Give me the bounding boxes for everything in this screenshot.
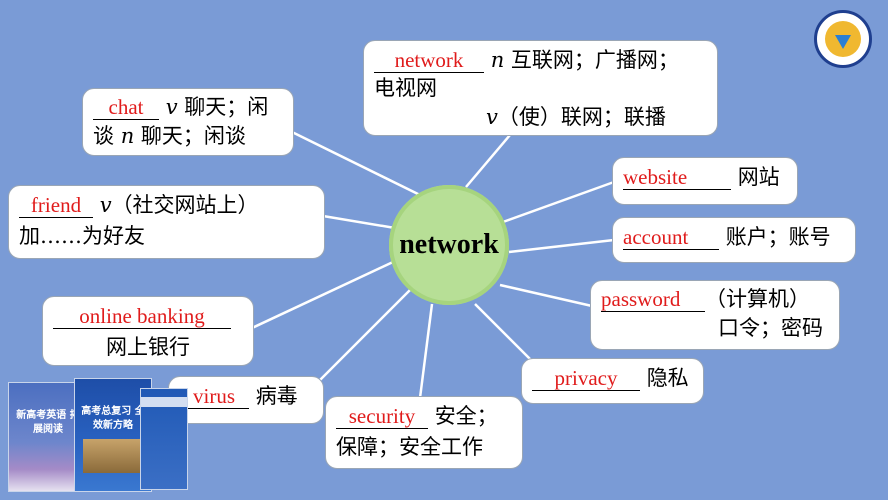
definition-text: 谈 <box>93 124 114 148</box>
answer-network: network <box>394 48 464 72</box>
node-chat: chat v 聊天；闲 谈 n 聊天；闲谈 <box>82 88 294 156</box>
answer-virus: virus <box>193 384 235 408</box>
definition-text: 聊天；闲 <box>184 95 269 119</box>
answer-online-banking: online banking <box>79 304 205 328</box>
definition-text: 网上银行 <box>106 335 190 359</box>
book-stripe <box>141 397 187 407</box>
book-covers: 新高考英语 拓展阅读 高考总复习 全效新方略 <box>8 378 188 493</box>
answer-chat: chat <box>108 95 144 119</box>
book-cover-2: 高考总复习 全效新方略 <box>74 378 152 492</box>
connector-friend <box>322 214 396 230</box>
definition-text: 加……为好友 <box>19 224 145 248</box>
definition-text: 互联网；广播网； <box>510 48 679 72</box>
connector-network <box>465 134 511 188</box>
connector-account <box>508 238 615 254</box>
connector-website <box>502 180 615 224</box>
book-cover-3 <box>140 388 188 490</box>
pos-label: v <box>165 95 178 119</box>
answer-security: security <box>348 404 416 428</box>
connector-chat <box>291 130 421 197</box>
node-virus: virus 病毒 <box>168 376 324 424</box>
node-account: account 账户；账号 <box>612 217 856 263</box>
center-node: network <box>389 185 509 305</box>
book-title: 新高考英语 拓展阅读 <box>16 410 80 435</box>
book-image <box>83 439 143 473</box>
definition-text: 电视网 <box>374 76 437 100</box>
connector-security <box>418 303 434 399</box>
definition-text: 病毒 <box>255 384 298 408</box>
pos-label: v <box>486 105 498 129</box>
pos-label: n <box>120 124 135 148</box>
definition-text: 隐私 <box>646 366 689 390</box>
answer-website: website <box>623 165 688 189</box>
pos-label: v <box>99 193 112 217</box>
node-website: website 网站 <box>612 157 798 205</box>
definition-text: 保障；安全工作 <box>336 435 483 459</box>
definition-text: （社交网站上） <box>111 193 259 217</box>
node-privacy: privacy 隐私 <box>521 358 704 404</box>
definition-text: 口令；密码 <box>718 316 823 340</box>
book-title: 高考总复习 全效新方略 <box>81 406 145 431</box>
definition-text: 网站 <box>737 165 780 189</box>
answer-privacy: privacy <box>554 366 618 390</box>
center-label: network <box>399 229 499 260</box>
connector-password <box>499 283 593 308</box>
definition-text: 账户；账号 <box>725 225 831 249</box>
node-online-banking: online banking 网上银行 <box>42 296 254 366</box>
definition-text: 安全； <box>434 404 498 428</box>
connector-online-banking <box>251 260 394 330</box>
node-network: network n 互联网；广播网； 电视网 v（使）联网；联播 <box>363 40 718 136</box>
connector-virus <box>317 287 413 383</box>
answer-account: account <box>623 225 689 249</box>
node-security: security 安全； 保障；安全工作 <box>325 396 523 469</box>
definition-text: （计算机） <box>705 287 810 311</box>
node-friend: friend v（社交网站上） 加……为好友 <box>8 185 325 259</box>
pos-label: n <box>490 48 505 72</box>
publisher-logo-icon <box>814 10 872 68</box>
definition-text: 聊天；闲谈 <box>140 124 246 148</box>
answer-password: password <box>601 287 681 311</box>
definition-text: （使）联网；联播 <box>497 105 666 129</box>
node-password: password （计算机） 口令；密码 <box>590 280 840 350</box>
answer-friend: friend <box>30 193 82 217</box>
